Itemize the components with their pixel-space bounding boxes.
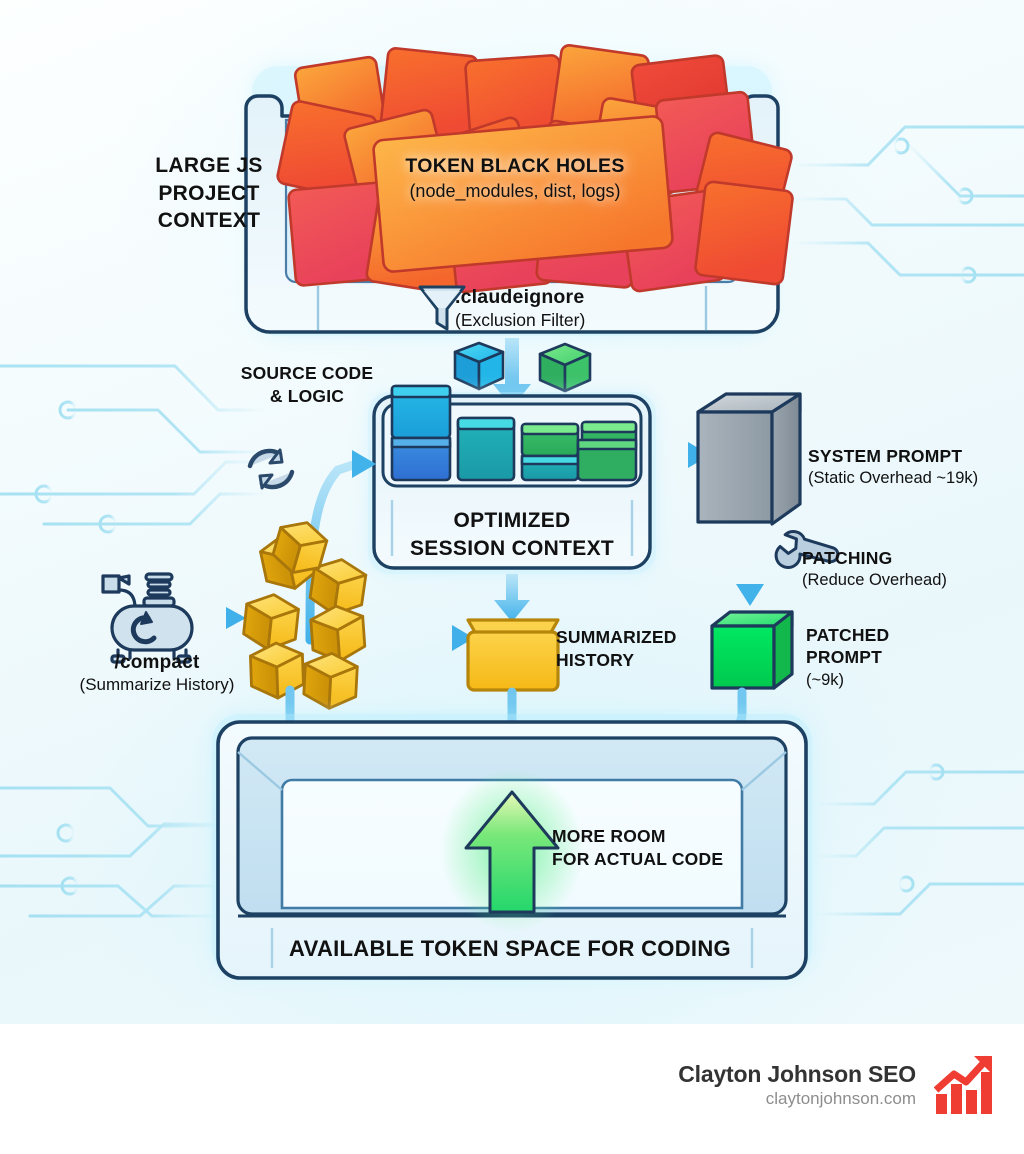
label-claudeignore: .claudeignore (Exclusion Filter) (455, 286, 755, 331)
available-token-space-tray (212, 714, 812, 980)
brand-name: Clayton Johnson SEO (678, 1060, 916, 1087)
bar-chart-growth-icon (934, 1055, 992, 1114)
refresh-cycle-icon (247, 448, 295, 490)
label-source-code-logic: SOURCE CODE & LOGIC (240, 363, 374, 406)
compact-title: /compact (114, 652, 200, 673)
label-token-black-holes: TOKEN BLACK HOLES (node_modules, dist, l… (330, 155, 700, 202)
label-summarized-history: SUMMARIZED HISTORY (556, 626, 736, 672)
air-compressor-icon (101, 572, 194, 664)
arrow-session-to-summarized (494, 574, 530, 622)
arrow-cubes-to-summarized (377, 625, 474, 651)
label-optimized-session-context: OPTIMIZED SESSION CONTEXT (409, 509, 615, 560)
label-compact-command: /compact (Summarize History) (42, 652, 272, 695)
funnel-icon (418, 285, 466, 331)
optimized-session-context-box (368, 384, 656, 574)
system-prompt-title: SYSTEM PROMPT (808, 446, 963, 466)
arrow-bin-to-session (493, 338, 531, 408)
claudeignore-title: .claudeignore (455, 286, 585, 308)
patched-prompt-cube (710, 610, 794, 690)
token-black-holes-title: TOKEN BLACK HOLES (405, 155, 625, 177)
large-js-project-bin (244, 44, 794, 336)
summarized-history-title: SUMMARIZED HISTORY (556, 627, 677, 670)
patching-title: PATCHING (802, 548, 893, 568)
brand-block: Clayton Johnson SEO claytonjohnson.com (678, 1054, 998, 1116)
label-more-room: MORE ROOM FOR ACTUAL CODE (552, 826, 724, 870)
arrow-system-to-patched (736, 531, 764, 606)
arrow-compact-to-cubes (204, 607, 246, 629)
compact-subtitle: (Summarize History) (79, 675, 235, 694)
footer-brand-bar: Clayton Johnson SEO claytonjohnson.com (0, 1024, 1024, 1154)
label-patched-prompt: PATCHED PROMPT (~9k) (806, 624, 966, 690)
label-patching: PATCHING (Reduce Overhead) (802, 548, 1002, 590)
falling-cube-green (538, 342, 592, 393)
summarized-history-box (466, 618, 560, 692)
patching-subtitle: (Reduce Overhead) (802, 571, 947, 589)
brand-text: Clayton Johnson SEO claytonjohnson.com (678, 1060, 916, 1110)
brand-url: claytonjohnson.com (765, 1088, 916, 1108)
gold-cube-pile (242, 521, 368, 710)
system-prompt-subtitle: (Static Overhead ~19k) (808, 469, 979, 487)
label-available-token-space: AVAILABLE TOKEN SPACE FOR CODING (289, 936, 731, 961)
wrench-icon (774, 530, 840, 569)
label-large-js-project-context: LARGE JS PROJECT CONTEXT (155, 154, 263, 233)
patched-prompt-subtitle: (~9k) (806, 670, 845, 689)
falling-cube-blue (453, 341, 505, 391)
infographic-canvas: LARGE JS PROJECT CONTEXT TOKEN BLACK HOL… (0, 0, 1024, 1024)
patched-prompt-title: PATCHED PROMPT (806, 625, 890, 668)
label-system-prompt: SYSTEM PROMPT (Static Overhead ~19k) (808, 446, 1023, 488)
claudeignore-subtitle: (Exclusion Filter) (455, 310, 586, 330)
circuit-trace-background (0, 125, 1024, 918)
token-black-holes-subtitle: (node_modules, dist, logs) (409, 181, 621, 201)
system-prompt-cube (696, 392, 802, 526)
diagram-artwork (101, 44, 840, 980)
